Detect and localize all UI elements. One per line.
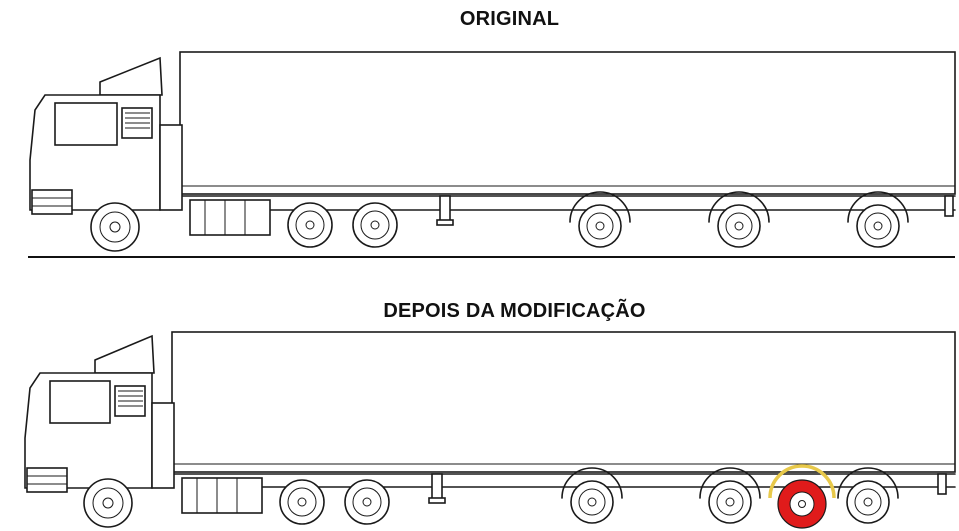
wheel-tractor-rear-2 — [344, 479, 390, 525]
title-original: ORIGINAL — [459, 8, 560, 30]
wheel-trailer-3 — [847, 191, 909, 248]
wheel-tractor-front — [83, 478, 133, 528]
wheel-trailer-2 — [708, 191, 770, 248]
tractor-cab — [24, 334, 263, 514]
wheel-tractor-front — [90, 202, 140, 252]
wheel-trailer-1 — [569, 191, 631, 248]
trailer-box — [179, 51, 956, 195]
trailer-box — [171, 331, 956, 473]
wheel-tractor-rear-2 — [352, 202, 398, 248]
wheel-trailer-1 — [561, 467, 623, 524]
title-modified: DEPOIS DA MODIFICAÇÃO — [383, 300, 646, 322]
added-axle-fender — [768, 464, 836, 499]
original-truck-drawing — [28, 51, 956, 258]
tractor-cab — [29, 56, 271, 236]
wheel-trailer-3 — [837, 467, 899, 524]
wheel-tractor-rear-1 — [287, 202, 333, 248]
wheel-tractor-rear-1 — [279, 479, 325, 525]
modified-truck-drawing — [24, 331, 956, 529]
added-axle-highlighted — [768, 464, 836, 529]
wheel-trailer-2 — [699, 467, 761, 524]
